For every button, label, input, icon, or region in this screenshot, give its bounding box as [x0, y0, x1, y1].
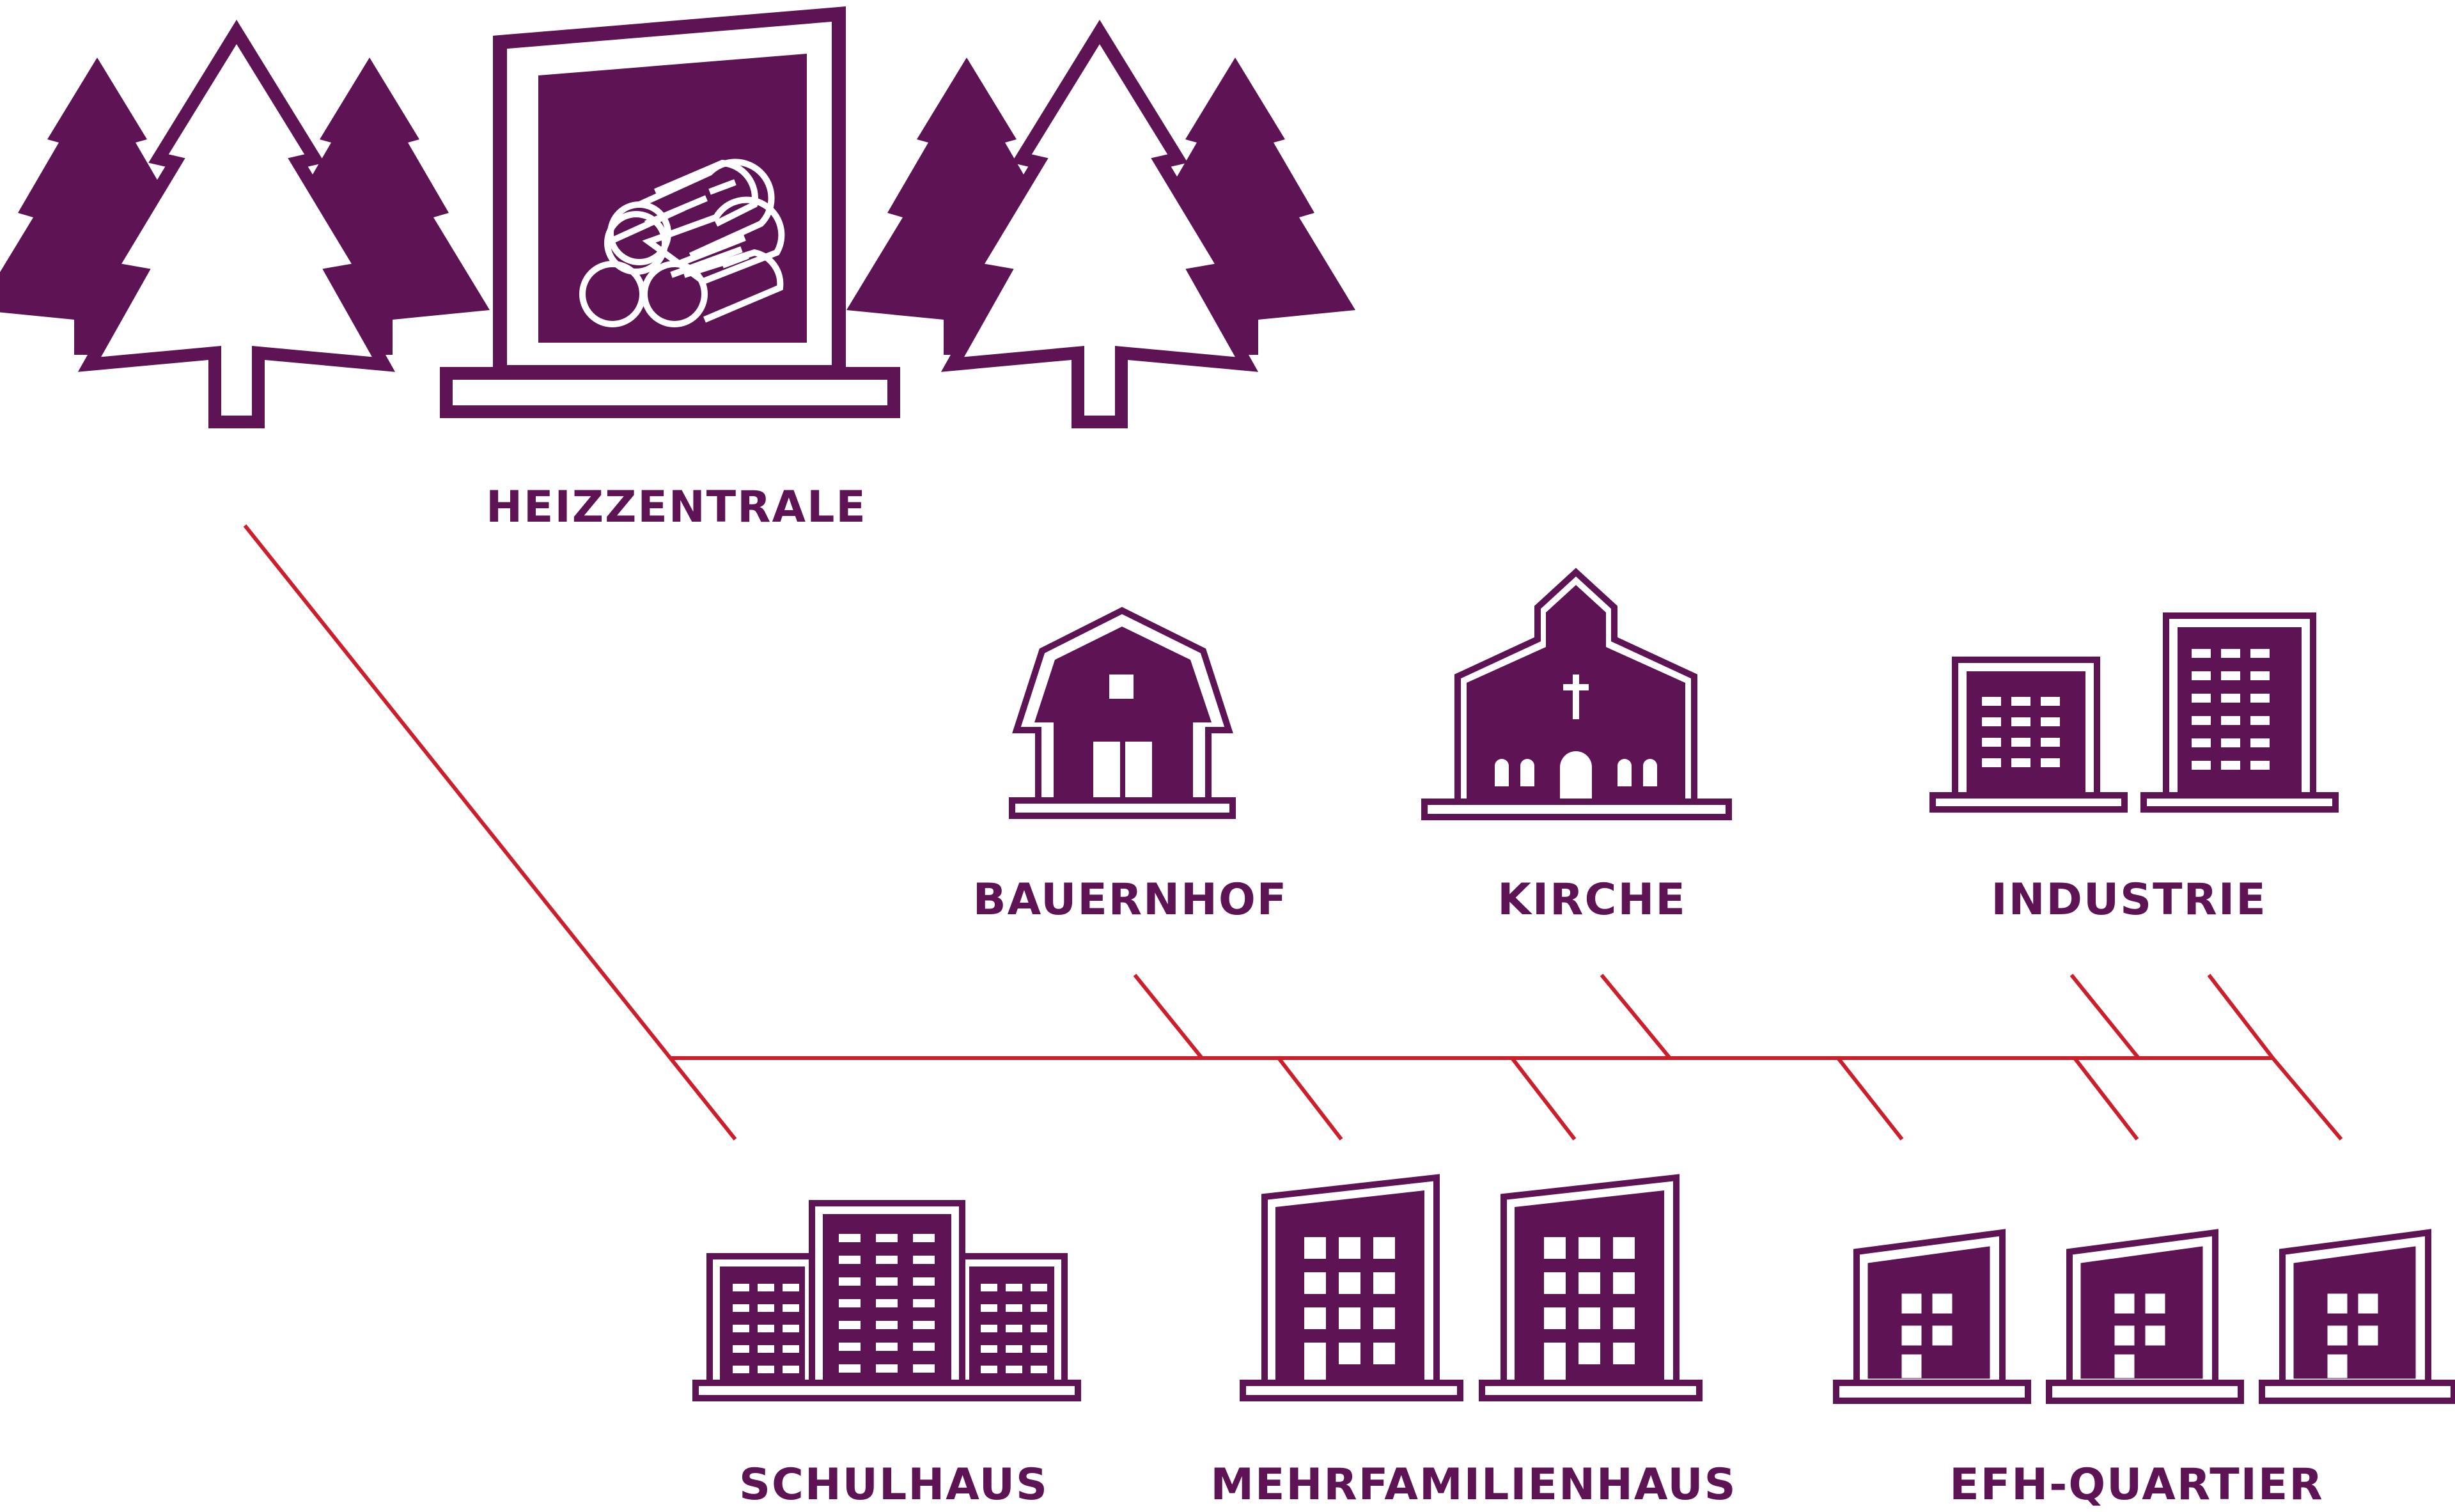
label-apartment: MEHRFAMILIENHAUS [1210, 1460, 1736, 1510]
apartment-building-icon [1240, 1174, 1703, 1401]
branch-efh-1 [1836, 1057, 1904, 1141]
logs-icon [579, 159, 785, 327]
branch-efh-2 [2073, 1057, 2139, 1141]
house-icon [2262, 1233, 2454, 1401]
heating-network [243, 524, 2343, 1141]
label-heating-center: HEIZZENTRALE [486, 482, 867, 533]
branch-bauernhof [1133, 974, 1204, 1059]
label-single-family: EFH-QUARTIER [1949, 1460, 2323, 1510]
branch-industrie-1 [2069, 974, 2140, 1059]
branch-mfh-1 [1277, 1057, 1343, 1141]
church-icon [1421, 568, 1732, 820]
house-group [1836, 1233, 2454, 1401]
branch-kirche [1600, 974, 1672, 1059]
wood-log-plant-icon [440, 6, 900, 418]
label-industry: INDUSTRIE [1991, 875, 2266, 925]
label-church: KIRCHE [1497, 875, 1687, 925]
house-icon [2049, 1233, 2241, 1401]
house-icon [1836, 1233, 2028, 1401]
labels: HEIZZENTRALE BAUERNHOF KIRCHE INDUSTRIE … [486, 482, 2323, 1510]
label-school: SCHULHAUS [739, 1460, 1048, 1510]
pine-tree-icon [953, 32, 1247, 422]
pine-tree-icon [90, 32, 384, 422]
school-building-icon [692, 1200, 1081, 1401]
branch-mfh-2 [1510, 1057, 1577, 1141]
industrial-building-icon [1929, 612, 2339, 813]
forest-left [0, 32, 490, 422]
branch-industrie-2 [2207, 974, 2275, 1059]
barn-icon [1009, 607, 1236, 819]
forest-right [846, 32, 1355, 422]
branch-efh-3 [2271, 1057, 2343, 1141]
label-farm: BAUERNHOF [973, 875, 1288, 925]
feed-line [243, 524, 737, 1141]
